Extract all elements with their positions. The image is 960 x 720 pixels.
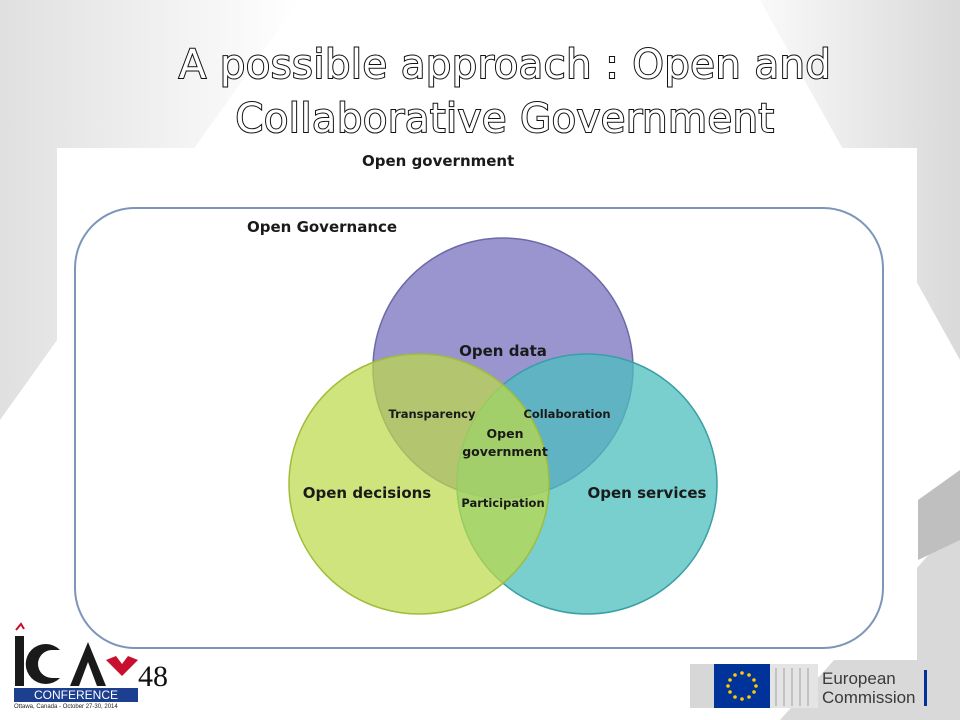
label-participation: Participation bbox=[461, 496, 544, 510]
ica-conference-date: Ottawa, Canada - October 27-30, 2014 bbox=[14, 704, 118, 710]
outer-label: Open government bbox=[362, 152, 514, 170]
label-collaboration: Collaboration bbox=[523, 407, 610, 421]
eu-stars-icon bbox=[726, 671, 758, 701]
open-governance-frame bbox=[74, 207, 884, 649]
circle-open-decisions bbox=[288, 353, 550, 615]
slide-title-line-1: A possible approach : Open and bbox=[178, 41, 832, 89]
venn-diagram-svg: Open government Open Governance Open dat… bbox=[74, 152, 884, 649]
european-commission-logo bbox=[690, 664, 927, 708]
label-open-decisions: Open decisions bbox=[303, 484, 432, 502]
ec-logo-line-1: European bbox=[822, 669, 896, 688]
ica-conference-banner: CONFERENCE bbox=[14, 688, 138, 702]
label-center-line-1: Open bbox=[487, 426, 524, 441]
label-transparency: Transparency bbox=[388, 407, 476, 421]
slide-title: A possible approach : Open and Collabora… bbox=[150, 38, 860, 146]
label-open-services: Open services bbox=[588, 484, 707, 502]
venn-diagram: Open government Open Governance Open dat… bbox=[57, 148, 917, 660]
slide-title-line-2: Collaborative Government bbox=[234, 95, 775, 143]
ica-edition-number: 48 bbox=[138, 660, 168, 693]
label-center-line-2: government bbox=[462, 444, 548, 459]
ec-logo-line-2: Commission bbox=[822, 688, 916, 707]
label-open-data: Open data bbox=[459, 342, 547, 360]
inner-label: Open Governance bbox=[247, 218, 397, 236]
ica-conference-logo bbox=[15, 622, 138, 686]
